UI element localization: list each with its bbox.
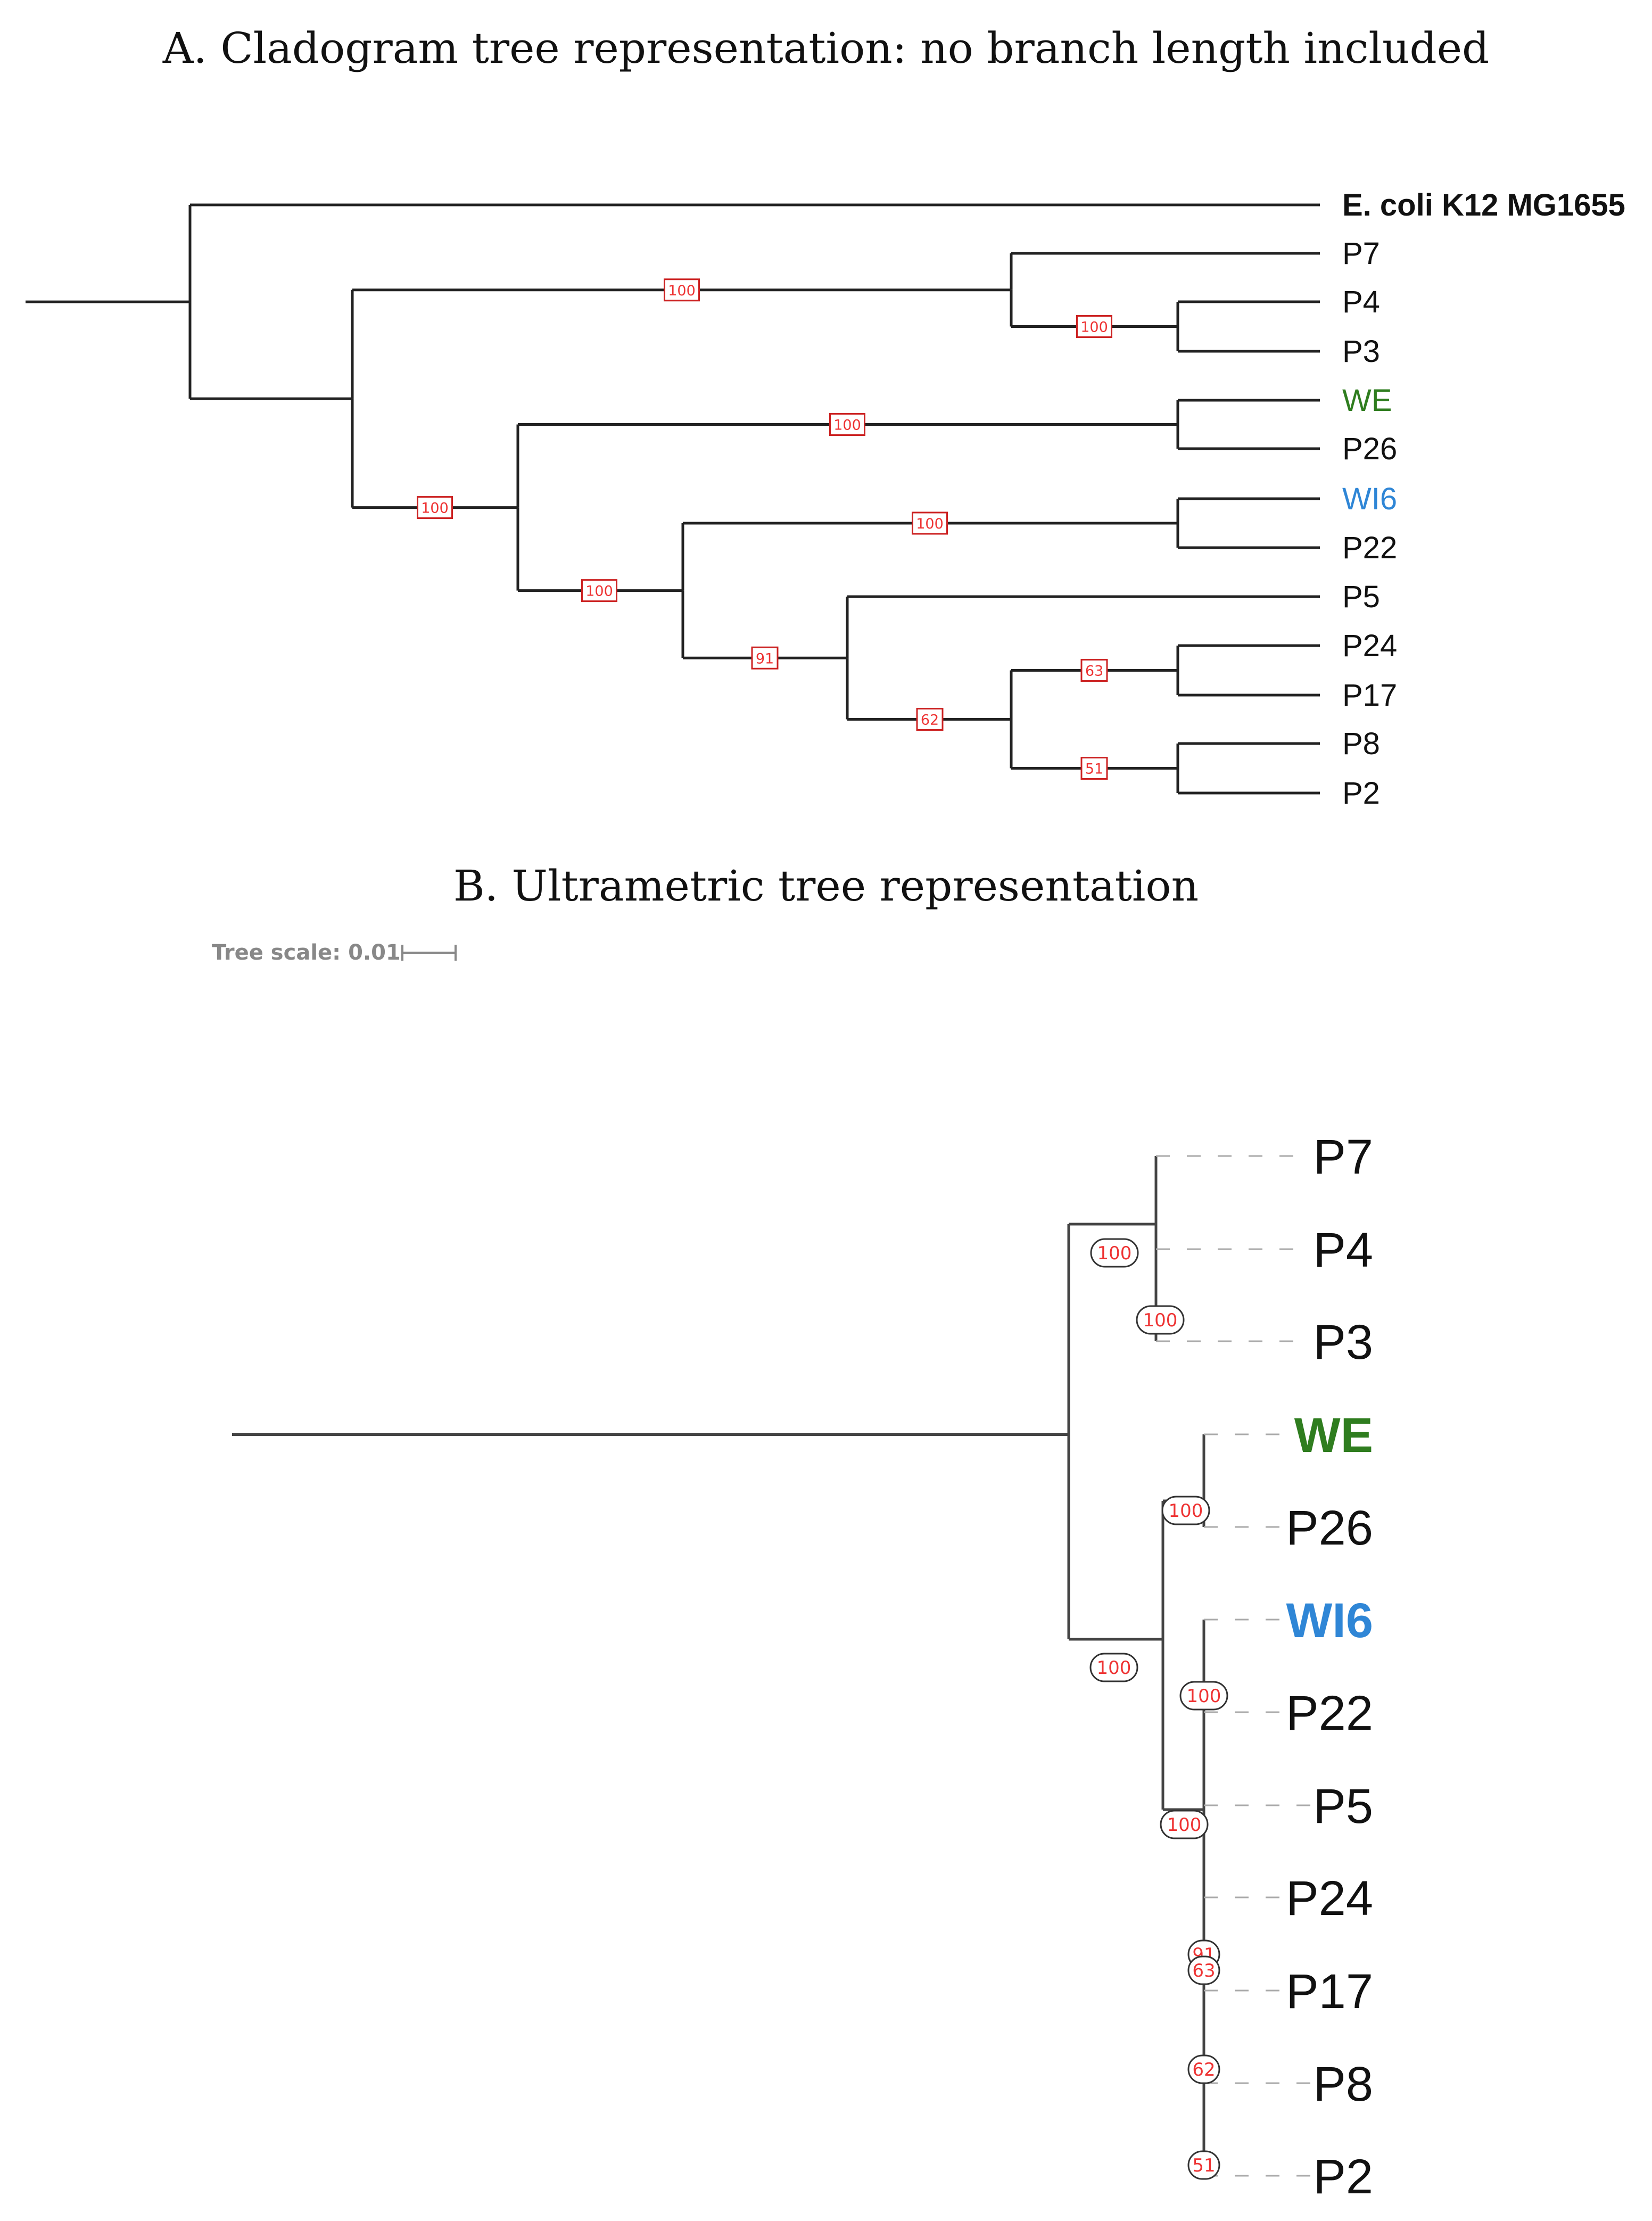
bootstrap-label: 100 — [1097, 1657, 1131, 1679]
cladogram-leaf-label: WE — [1342, 383, 1392, 418]
ultrametric-leaf-label: P4 — [1313, 1223, 1373, 1277]
bootstrap-label: 63 — [1085, 663, 1103, 680]
ultrametric-leaf-label: P24 — [1286, 1871, 1373, 1926]
bootstrap-label: 51 — [1085, 761, 1103, 778]
cladogram-leaf-label: P24 — [1342, 629, 1397, 663]
ultrametric-leaf-label: P5 — [1313, 1779, 1373, 1834]
ultrametric-leaf-label: P2 — [1313, 2150, 1373, 2204]
bootstrap-oval — [1136, 1305, 1185, 1335]
bootstrap-box — [664, 278, 700, 302]
ultrametric-leaf-label: P8 — [1313, 2057, 1373, 2111]
bootstrap-label: 100 — [1080, 319, 1108, 336]
ultrametric-leaf-label: WE — [1294, 1408, 1373, 1463]
bootstrap-oval — [1187, 1955, 1220, 1985]
bootstrap-oval — [1161, 1496, 1210, 1525]
bootstrap-label: 100 — [1187, 1686, 1221, 1707]
ultrametric-leaf-label: P22 — [1286, 1686, 1373, 1740]
bootstrap-oval — [1179, 1681, 1228, 1711]
cladogram-leaf-label: P7 — [1342, 236, 1380, 271]
bootstrap-label: 62 — [1192, 2059, 1215, 2080]
bootstrap-label: 91 — [756, 650, 774, 667]
ultrametric-leaf-label: P3 — [1313, 1315, 1373, 1369]
bootstrap-box — [581, 579, 617, 602]
bootstrap-oval — [1089, 1653, 1138, 1682]
cladogram-leaf-label: P26 — [1342, 432, 1397, 466]
bootstrap-box — [916, 708, 944, 731]
bootstrap-label: 100 — [1097, 1243, 1132, 1264]
bootstrap-box — [417, 496, 453, 519]
bootstrap-label: 62 — [921, 712, 939, 729]
bootstrap-oval — [1187, 2054, 1220, 2084]
bootstrap-label: 100 — [1167, 1814, 1202, 1836]
cladogram-leaf-label: E. coli K12 MG1655 — [1342, 188, 1625, 222]
ultrametric-leaf-label: WI6 — [1286, 1593, 1373, 1648]
bootstrap-label: 100 — [1143, 1310, 1178, 1331]
ultrametric-leaf-label: P26 — [1286, 1501, 1373, 1555]
tree-scale-label: Tree scale: 0.01 — [212, 940, 401, 965]
bootstrap-label: 100 — [585, 583, 613, 600]
bootstrap-box — [1076, 315, 1112, 338]
cladogram-leaf-label: P4 — [1342, 285, 1380, 319]
bootstrap-box — [1080, 757, 1108, 780]
panel-a-title: A. Cladogram tree representation: no bra… — [162, 23, 1490, 73]
tree-scale-bar — [401, 945, 457, 961]
ultrametric-leaf-label: P7 — [1313, 1130, 1373, 1184]
bootstrap-oval — [1090, 1238, 1139, 1268]
cladogram-leaf-label: P2 — [1342, 776, 1380, 811]
cladogram-leaf-label: P5 — [1342, 580, 1380, 614]
bootstrap-label: 100 — [421, 500, 449, 517]
bootstrap-label: 63 — [1192, 1960, 1215, 1981]
bootstrap-oval — [1187, 2150, 1220, 2180]
bootstrap-label: 100 — [916, 516, 944, 532]
cladogram-leaf-label: WI6 — [1342, 482, 1397, 516]
cladogram-leaf-label: P3 — [1342, 334, 1380, 369]
cladogram-leaf-label: P17 — [1342, 678, 1397, 713]
cladogram-leaf-label: P8 — [1342, 726, 1380, 761]
bootstrap-oval — [1160, 1810, 1209, 1839]
bootstrap-box — [829, 413, 865, 436]
bootstrap-label: 51 — [1192, 2155, 1215, 2176]
bootstrap-label: 100 — [1169, 1500, 1203, 1522]
bootstrap-label: 100 — [833, 417, 861, 434]
ultrametric-leaf-label: P17 — [1286, 1964, 1373, 2019]
bootstrap-box — [912, 511, 948, 535]
bootstrap-label: 100 — [668, 283, 696, 299]
bootstrap-box — [751, 646, 779, 670]
bootstrap-box — [1080, 659, 1108, 682]
cladogram-leaf-label: P22 — [1342, 531, 1397, 565]
panel-b-title: B. Ultrametric tree representation — [453, 861, 1199, 911]
